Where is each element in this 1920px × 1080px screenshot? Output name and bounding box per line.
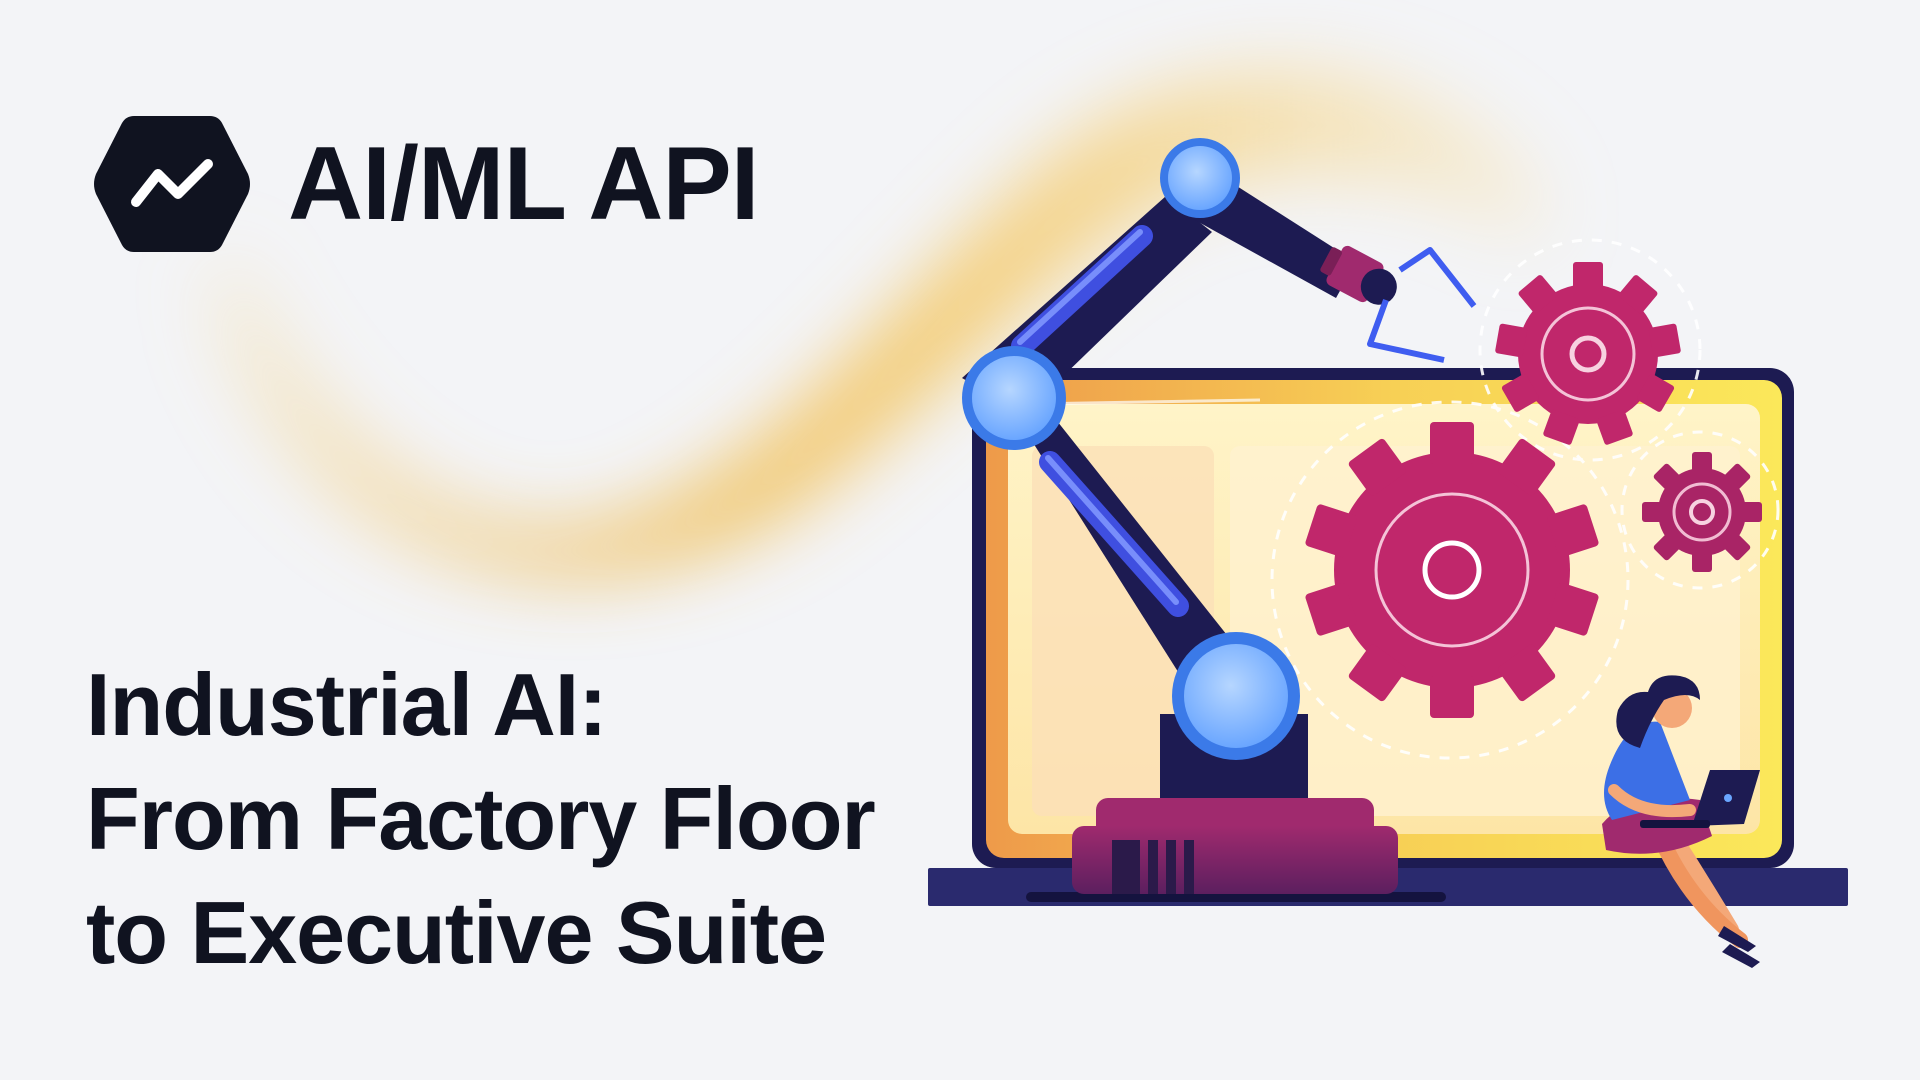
gear-top-icon: [1494, 262, 1682, 446]
robot-base: [1072, 714, 1398, 894]
hexagon-chart-icon: [94, 116, 250, 252]
gear-large-icon: [1304, 422, 1600, 718]
headline-line-1: Industrial AI:: [86, 655, 608, 754]
brand-name: AI/ML API: [288, 126, 760, 242]
robot-arm: [962, 138, 1477, 760]
dashed-rings: [1270, 238, 1780, 760]
brand-logo[interactable]: AI/ML API: [92, 112, 760, 256]
gear-small-icon: [1642, 452, 1762, 572]
headline-line-2: From Factory Floor: [86, 769, 876, 868]
headline: Industrial AI: From Factory Floor to Exe…: [86, 648, 876, 990]
industrial-illustration: [928, 138, 1848, 968]
person-with-laptop: [1602, 675, 1760, 968]
headline-line-3: to Executive Suite: [86, 883, 827, 982]
